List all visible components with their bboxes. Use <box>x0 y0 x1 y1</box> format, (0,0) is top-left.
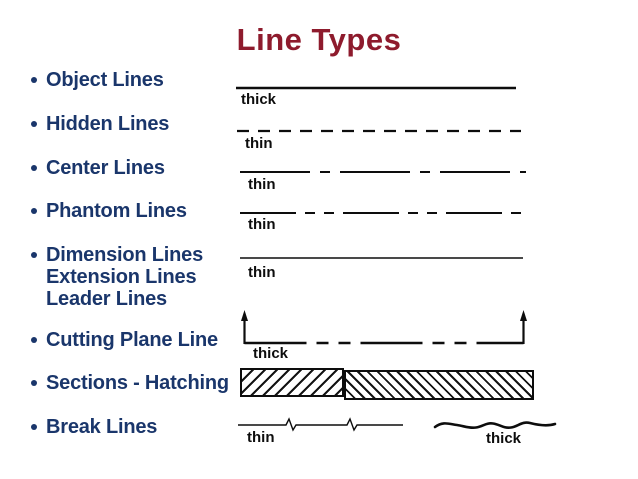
break-line-thick-sample <box>433 421 557 430</box>
bullet-label: Object Lines <box>46 69 164 91</box>
bullet-label: Cutting Plane Line <box>46 329 218 351</box>
dimension-line-weight-label: thin <box>248 264 276 281</box>
bullet-item-dimension-lines: Dimension Lines Extension Lines Leader L… <box>30 244 203 310</box>
center-line-sample <box>240 171 526 173</box>
bullet-dot <box>31 337 37 343</box>
bullet-label: Leader Lines <box>46 288 167 310</box>
bullet-dot <box>31 380 37 386</box>
hidden-line-weight-label: thin <box>245 135 273 152</box>
bullet-label: Phantom Lines <box>46 200 187 222</box>
bullet-dot <box>31 77 37 83</box>
bullet-dot <box>31 252 37 258</box>
break-line-thick-weight-label: thick <box>486 430 522 447</box>
cutting-plane-left-arrow-icon <box>241 310 248 321</box>
bullet-label: Extension Lines <box>46 266 197 288</box>
dimension-line-sample <box>240 257 523 259</box>
bullet-label: Sections - Hatching <box>46 372 229 394</box>
break-line-thin-weight-label: thin <box>247 429 275 446</box>
cutting-plane-weight-label: thick <box>253 345 289 362</box>
bullet-label: Break Lines <box>46 416 158 438</box>
break-line-thin-sample <box>238 417 403 432</box>
bullet-item-hidden-lines: Hidden Lines <box>30 113 169 135</box>
cutting-plane-line-sample <box>241 310 527 345</box>
center-line-weight-label: thin <box>248 176 276 193</box>
bullet-item-phantom-lines: Phantom Lines <box>30 200 187 222</box>
object-line-sample <box>236 86 516 90</box>
bullet-label: Dimension Lines <box>46 244 204 266</box>
bullet-dot <box>31 208 37 214</box>
break-line-thin-stroke <box>238 417 403 432</box>
bullet-label: Center Lines <box>46 157 165 179</box>
bullet-item-break-lines: Break Lines <box>30 416 157 438</box>
section-hatching-forward-diagonal <box>240 368 344 397</box>
bullet-label: Hidden Lines <box>46 113 170 135</box>
bullet-dot <box>31 424 37 430</box>
phantom-line-weight-label: thin <box>248 216 276 233</box>
phantom-line-sample <box>240 212 526 214</box>
slide-title: Line Types <box>236 22 402 57</box>
bullet-item-cutting-plane-line: Cutting Plane Line <box>30 329 218 351</box>
section-hatching-back-diagonal <box>344 370 534 400</box>
break-line-thick-stroke <box>433 421 557 430</box>
bullet-dot <box>31 165 37 171</box>
bullet-dot <box>31 121 37 127</box>
cutting-plane-right-arrow-icon <box>520 310 527 321</box>
bullet-item-object-lines: Object Lines <box>30 69 164 91</box>
hidden-line-sample <box>237 129 521 133</box>
bullet-item-center-lines: Center Lines <box>30 157 165 179</box>
object-line-weight-label: thick <box>241 91 277 108</box>
bullet-item-sections-hatching: Sections - Hatching <box>30 372 229 394</box>
